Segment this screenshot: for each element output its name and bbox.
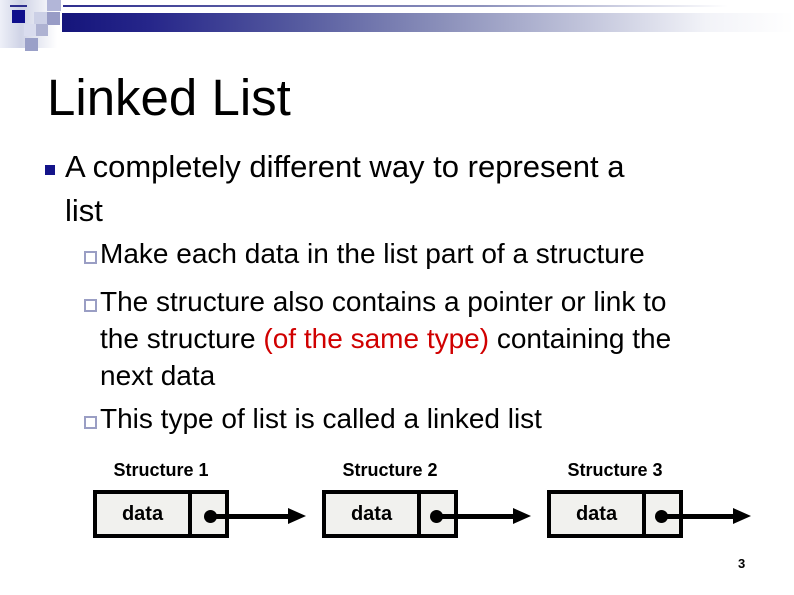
decor-square <box>47 12 60 25</box>
data-cell: data <box>121 502 164 525</box>
red-text-segment: (of the same type) <box>263 323 490 354</box>
bullet-text-line: Make each data in the list part of a str… <box>100 238 645 269</box>
bullet-item: Make each data in the list part of a str… <box>84 235 645 272</box>
data-cell: data <box>350 502 393 525</box>
bullet-text-line: The structure also contains a pointer or… <box>100 286 667 317</box>
pointer-arrowhead-icon <box>288 508 306 524</box>
pointer-cell <box>417 494 454 534</box>
header-gradient-bar <box>62 13 794 32</box>
bullet-text-line: list <box>65 193 103 228</box>
decor-square <box>36 24 48 36</box>
text-segment: the structure <box>100 323 264 354</box>
pointer-cell <box>188 494 225 534</box>
decor-square <box>34 12 47 25</box>
bullet-text-line: the structure (of the same type) contain… <box>100 320 671 357</box>
structure-1-label: Structure 1 <box>113 460 209 480</box>
bullet-hollow-square-icon <box>84 416 97 429</box>
pointer-arrowhead-icon <box>513 508 531 524</box>
bullet-hollow-square-icon <box>84 251 97 264</box>
structure-3-node: data <box>547 490 683 538</box>
bullet-text-line: next data <box>100 360 216 391</box>
decor-square <box>25 38 38 51</box>
structure-2-label: Structure 2 <box>342 460 438 480</box>
decor-square <box>24 24 36 36</box>
bullet-item: This type of list is called a linked lis… <box>84 400 542 437</box>
text-segment: containing the <box>489 323 672 354</box>
structure-1-node: data <box>93 490 229 538</box>
pointer-arrow-line <box>210 514 289 519</box>
page-number: 3 <box>738 556 746 571</box>
bullet-square-icon <box>45 165 55 175</box>
header-thin-rule-left <box>10 5 27 7</box>
header-thin-rule <box>63 5 763 7</box>
pointer-arrow-line <box>436 514 514 519</box>
pointer-arrowhead-icon <box>733 508 751 524</box>
slide-title: Linked List <box>47 69 291 126</box>
bullet-hollow-square-icon <box>84 299 97 312</box>
bullet-text-line: This type of list is called a linked lis… <box>100 403 542 434</box>
bullet-text-line: A completely different way to represent … <box>65 149 625 184</box>
decor-square <box>47 0 61 11</box>
data-cell: data <box>575 502 618 525</box>
decor-square-navy <box>12 10 25 23</box>
pointer-cell <box>642 494 679 534</box>
bullet-item: The structure also contains a pointer or… <box>84 283 671 394</box>
structure-3-label: Structure 3 <box>567 460 663 480</box>
pointer-arrow-line <box>661 514 734 519</box>
bullet-item: A completely different way to represent … <box>45 145 625 233</box>
